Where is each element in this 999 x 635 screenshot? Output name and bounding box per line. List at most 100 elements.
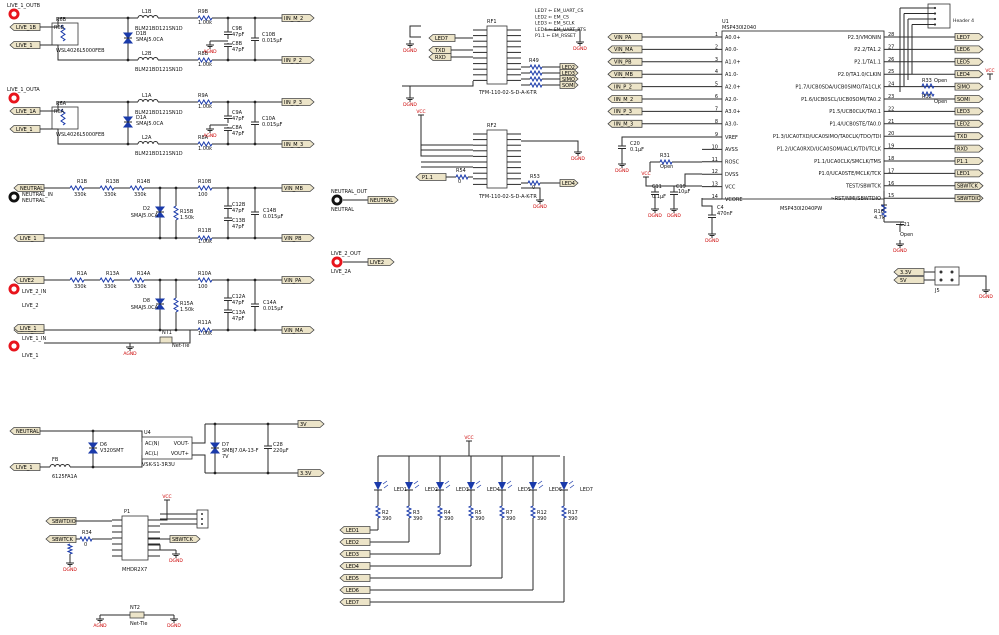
shunt-resistor-element	[60, 24, 66, 42]
j5-flag-5v-text: 5V	[900, 278, 907, 284]
net-flag-div-out-bot-text: VIN_PB	[284, 236, 302, 242]
tvs-ref: D1A	[136, 115, 147, 121]
resistor-bot-ref: R8B	[198, 51, 209, 57]
junction-dot	[226, 278, 230, 282]
net-flag-div-out-bot[interactable]	[281, 234, 315, 242]
rf1-ref: RF1	[487, 19, 497, 25]
led-net-flag[interactable]	[339, 586, 371, 594]
net-flag-out-bot[interactable]	[281, 56, 315, 64]
mcu-net-simo[interactable]	[954, 82, 984, 91]
led-map-note: LED3 ⇐ EM_SCLK	[535, 21, 576, 27]
mcu-net-led6[interactable]	[954, 45, 984, 54]
c11-ref: C11	[652, 184, 662, 190]
led-net-flag[interactable]	[339, 562, 371, 570]
mcu-part-bottom: MSP430I2040PW	[780, 206, 822, 212]
c19-ref: C19	[676, 184, 686, 190]
div-r1-ref: R1B	[77, 179, 88, 185]
led-net-flag[interactable]	[339, 598, 371, 606]
rf2-flag-led4[interactable]	[559, 179, 579, 187]
rf2-body[interactable]	[486, 129, 508, 189]
rf2-part: TFM-110-02-S-D-A-K-TR	[478, 194, 537, 200]
junction-dot	[226, 236, 230, 240]
r54-value: 0	[458, 179, 461, 185]
junction-dot	[266, 422, 270, 426]
mcu-net-somi[interactable]	[954, 95, 984, 103]
mcu-net-vin_pb-text: VIN_PB	[614, 60, 632, 66]
junction-dot	[226, 186, 230, 190]
net-flag-live1-dup[interactable]	[13, 324, 45, 332]
mcu-net-txd[interactable]	[954, 132, 984, 141]
junction-dot	[158, 328, 162, 332]
net-flag-div-out-top[interactable]	[281, 184, 315, 192]
mcu-net-sbwtck[interactable]	[954, 181, 984, 190]
led-net-flag[interactable]	[339, 550, 371, 558]
mcu-pin-name: AVSS	[725, 147, 738, 153]
ps-flag-33v[interactable]	[297, 469, 325, 477]
div-r3-value: 330k	[134, 284, 147, 290]
mcu-net-led2-text: LED2	[957, 122, 970, 128]
mcu-net-sbwtdio[interactable]	[954, 194, 984, 203]
p1-flag-sbwtck-right[interactable]	[169, 535, 201, 543]
led-ref: LED7	[580, 487, 593, 493]
net-flag-div-out-top[interactable]	[281, 276, 315, 284]
wire	[40, 17, 138, 28]
led-r-ref: R4	[444, 510, 451, 516]
rf1-flag-somi[interactable]	[559, 81, 579, 89]
led-net-flag[interactable]	[339, 574, 371, 582]
mcu-pin-num: 23	[888, 94, 894, 100]
net-flag-out-top[interactable]	[281, 14, 315, 22]
mcu-net-led5[interactable]	[954, 57, 984, 66]
mcu-net-p11-text: P1.1	[957, 159, 968, 165]
r34-symbol	[79, 535, 93, 543]
ps-flag-3v[interactable]	[297, 420, 325, 428]
connector-live1-outa-hole	[11, 95, 17, 101]
mcu-net-led7[interactable]	[954, 33, 984, 41]
net-flag-neutral-out[interactable]	[367, 196, 399, 204]
net-flag-out-top[interactable]	[281, 98, 315, 106]
led-net-flag[interactable]	[339, 526, 371, 534]
mcu-net-led1[interactable]	[954, 169, 984, 178]
mcu-pin-num: 4	[715, 69, 718, 75]
mcu-net-led4[interactable]	[954, 70, 984, 79]
connector-live1-in-pin: LIVE_1	[22, 353, 39, 359]
net-flag-live2-out[interactable]	[367, 258, 395, 266]
wire	[701, 198, 713, 215]
u4-body[interactable]	[141, 436, 193, 460]
j5-flag-5v[interactable]	[893, 276, 925, 284]
rf1-body[interactable]	[486, 25, 508, 85]
junction-dot	[253, 100, 257, 104]
j5-flag-3v3-text: 3.3V	[900, 270, 912, 276]
j5-pin	[939, 278, 943, 282]
led-arrows	[475, 480, 482, 489]
led-ref: LED5	[518, 487, 531, 493]
led-net-flag[interactable]	[339, 538, 371, 546]
mcu-net-p11[interactable]	[954, 157, 984, 165]
mcu-net-led2[interactable]	[954, 119, 984, 128]
resistor-top	[197, 99, 213, 105]
p1-body[interactable]	[121, 515, 149, 561]
shunt-value: WSL4026L5000FEB	[56, 48, 105, 54]
mcu-net-led3[interactable]	[954, 107, 984, 116]
dgnd-rf1c: DGND	[573, 46, 587, 52]
cap2-value: 47pF	[232, 131, 245, 137]
div-r11-value: 1.00k	[198, 331, 212, 337]
div-r2-value: 330k	[104, 284, 117, 290]
net-flag-div-out-top-text: VIN_PA	[284, 278, 302, 284]
rf1-flag-rxd-text: RXD	[435, 55, 446, 61]
mcu-u1-body[interactable]	[721, 30, 885, 200]
wire	[148, 544, 176, 551]
j5-body[interactable]	[934, 266, 960, 286]
led-ref: LED2	[425, 487, 438, 493]
mcu-net-rxd[interactable]	[954, 144, 984, 153]
nt2-ref: NT2	[130, 605, 140, 611]
net-flag-out-bot[interactable]	[281, 140, 315, 148]
junction-dot	[266, 471, 270, 475]
wire	[521, 187, 541, 196]
rf1-flag-led2-text: LED2	[562, 65, 575, 71]
net-flag-div-out-bot[interactable]	[281, 326, 315, 334]
mcu-pin-num: 12	[712, 169, 718, 175]
header4-body[interactable]	[927, 3, 951, 29]
led-arrows	[537, 480, 544, 489]
net-flag-div-in-text: NEUTRAL	[20, 186, 43, 192]
r35-symbol	[66, 543, 74, 555]
